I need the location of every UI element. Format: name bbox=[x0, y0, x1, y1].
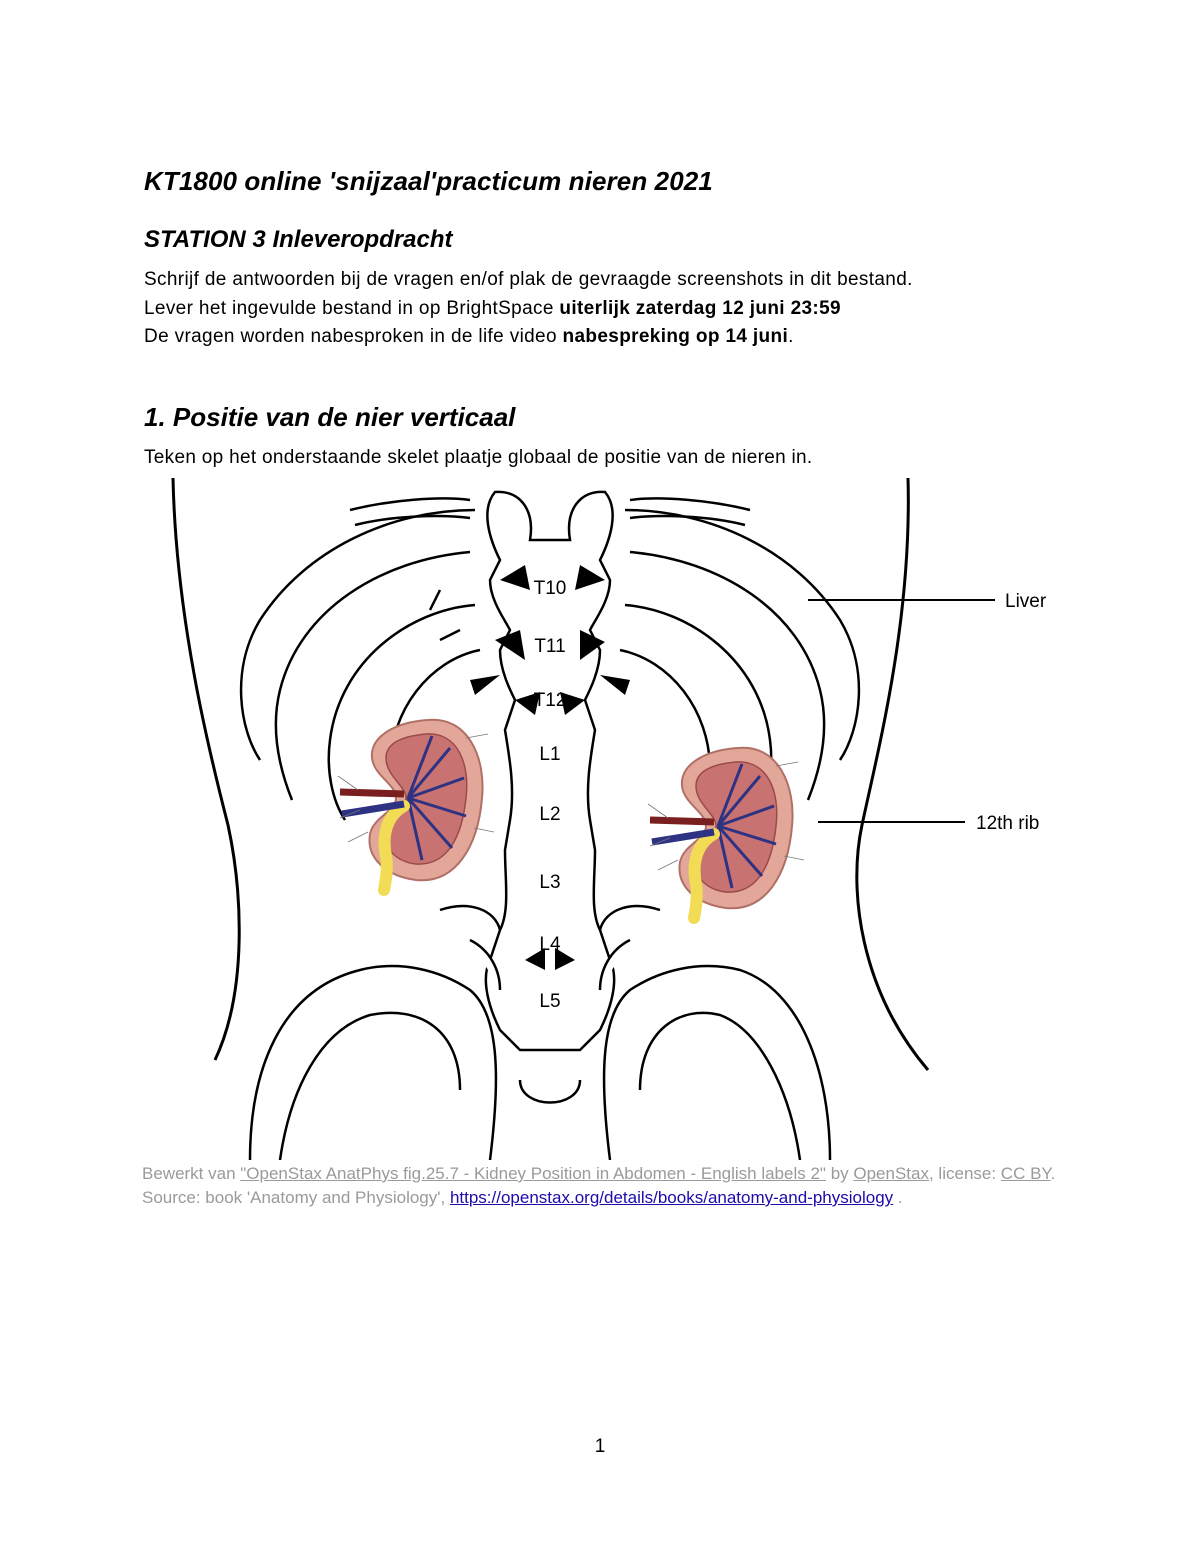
vertebra-label: T11 bbox=[534, 636, 565, 657]
document-title: KT1800 online 'snijzaal'practicum nieren… bbox=[144, 166, 713, 196]
page-number: 1 bbox=[594, 1436, 606, 1457]
review-date: nabespreking op 14 juni bbox=[562, 326, 789, 347]
caption-prefix: Bewerkt van bbox=[142, 1164, 241, 1183]
intro-line-3-text: De vragen worden nabesproken in de life … bbox=[144, 326, 563, 347]
intro-line-2: Lever het ingevulde bestand in op Bright… bbox=[144, 295, 913, 324]
intro-line-3: De vragen worden nabesproken in de life … bbox=[144, 323, 913, 352]
vertebra-label: L3 bbox=[539, 872, 560, 893]
author-link[interactable]: OpenStax bbox=[853, 1164, 929, 1183]
deadline: uiterlijk zaterdag 12 juni 23:59 bbox=[559, 297, 841, 319]
intro-line-3-end: . bbox=[788, 326, 794, 347]
vertebra-label: L2 bbox=[539, 804, 560, 825]
caption-by: by bbox=[825, 1164, 854, 1183]
intro-instructions: Schrijf de antwoorden bij de vragen en/o… bbox=[144, 266, 913, 352]
caption-source: . Source: book 'Anatomy and Physiology', bbox=[142, 1164, 1056, 1207]
kidney-position-figure: T10 T11 T12 L1 L2 L3 L4 L5 Liver 12th ri… bbox=[140, 470, 1080, 1160]
license-link[interactable]: CC BY bbox=[1000, 1164, 1051, 1183]
vertebra-label: L4 bbox=[539, 934, 561, 955]
figure-caption: Bewerkt van "OpenStax AnatPhys fig.25.7 … bbox=[142, 1162, 1072, 1210]
question-1-heading: 1. Positie van de nier verticaal bbox=[144, 402, 516, 432]
intro-line-1: Schrijf de antwoorden bij de vragen en/o… bbox=[144, 269, 913, 290]
caption-license: , license: bbox=[928, 1164, 1001, 1183]
caption-end: . bbox=[893, 1188, 903, 1207]
question-1-text: Teken op het onderstaande skelet plaatje… bbox=[144, 447, 813, 468]
skeleton-illustration: T10 T11 T12 L1 L2 L3 L4 L5 Liver 12th ri… bbox=[171, 477, 1047, 1160]
book-url-link[interactable]: https://openstax.org/details/books/anato… bbox=[449, 1188, 894, 1207]
vertebra-label: T12 bbox=[534, 690, 567, 711]
vertebra-label: L1 bbox=[539, 744, 560, 765]
source-link[interactable]: "OpenStax AnatPhys fig.25.7 - Kidney Pos… bbox=[240, 1164, 826, 1183]
station-title: STATION 3 Inleveropdracht bbox=[144, 226, 453, 253]
vertebra-label: T10 bbox=[534, 578, 567, 599]
vertebra-label: L5 bbox=[539, 991, 560, 1012]
liver-callout: Liver bbox=[1005, 591, 1047, 612]
intro-line-2-text: Lever het ingevulde bestand in op Bright… bbox=[144, 297, 560, 319]
rib-callout: 12th rib bbox=[976, 813, 1039, 834]
